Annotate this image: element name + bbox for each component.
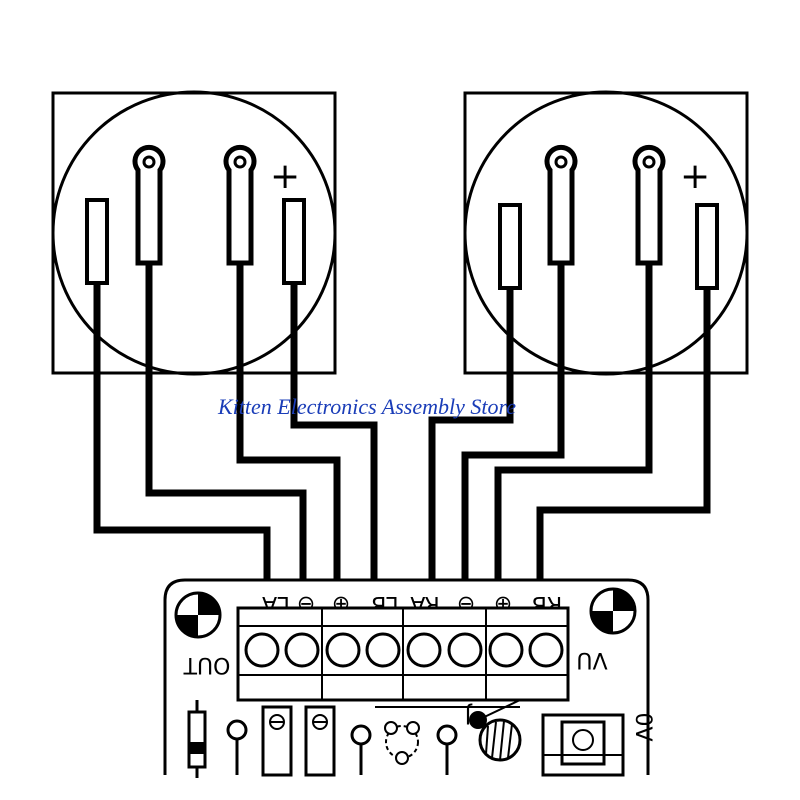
left-mounting-hole (174, 591, 222, 639)
transistor (384, 721, 420, 765)
pcb-board: LA ⊖ ⊕ LB RA ⊖ ⊕ RB (163, 578, 655, 778)
left-meter-lug-hole-plus (233, 155, 247, 169)
resistor-2 (350, 724, 372, 775)
right-meter-lug-minus (544, 144, 578, 266)
right-meter-lug-plus (632, 144, 666, 266)
screw-right-plus (488, 632, 524, 668)
watermark-text: Kitten Electronics Assembly Store (217, 394, 516, 419)
wire-rb (536, 288, 711, 580)
right-meter-lug-hole-minus (554, 155, 568, 169)
j-label: J (465, 702, 474, 727)
left-meter-tab-4 (282, 198, 306, 285)
screw-ra (406, 632, 442, 668)
ov-label: 0V (630, 712, 655, 741)
screw-left-plus (325, 632, 361, 668)
left-meter-plus-sign: + (270, 156, 300, 197)
wire-lb (290, 283, 378, 580)
wire-right-minus (461, 263, 565, 580)
resistor-3 (436, 724, 458, 775)
wire-ra (428, 288, 514, 580)
screw-rb (528, 632, 564, 668)
left-wires (93, 263, 378, 580)
right-vu-meter: + (463, 90, 749, 376)
diode (187, 700, 207, 778)
connector-block (541, 713, 625, 777)
wire-la (93, 283, 271, 580)
left-meter-tab-1 (85, 198, 109, 285)
right-meter-body (463, 90, 749, 376)
wire-left-minus (145, 263, 307, 580)
terminal-block (236, 606, 570, 702)
screw-la (244, 632, 280, 668)
wire-right-plus (494, 263, 653, 580)
right-meter-lug-hole-plus (642, 155, 656, 169)
pot-1 (261, 705, 293, 777)
left-meter-lug-minus (132, 144, 166, 266)
left-meter-lug-plus (223, 144, 257, 266)
right-wires (428, 263, 711, 580)
left-vu-meter: + (51, 90, 337, 376)
right-meter-tab-4 (695, 203, 719, 290)
screw-left-minus (284, 632, 320, 668)
left-meter-lug-hole-minus (142, 155, 156, 169)
led (469, 699, 521, 729)
screw-lb (365, 632, 401, 668)
pot-2 (304, 705, 336, 777)
wire-left-plus (236, 263, 341, 580)
left-meter-body (51, 90, 337, 376)
right-mounting-hole (589, 587, 637, 635)
trimmer (478, 718, 522, 762)
out-label: OUT (183, 652, 230, 677)
resistor-1 (226, 719, 248, 775)
right-meter-tab-1 (498, 203, 522, 290)
right-meter-plus-sign: + (680, 156, 710, 197)
screw-right-minus (447, 632, 483, 668)
vu-label: VU (576, 647, 607, 672)
